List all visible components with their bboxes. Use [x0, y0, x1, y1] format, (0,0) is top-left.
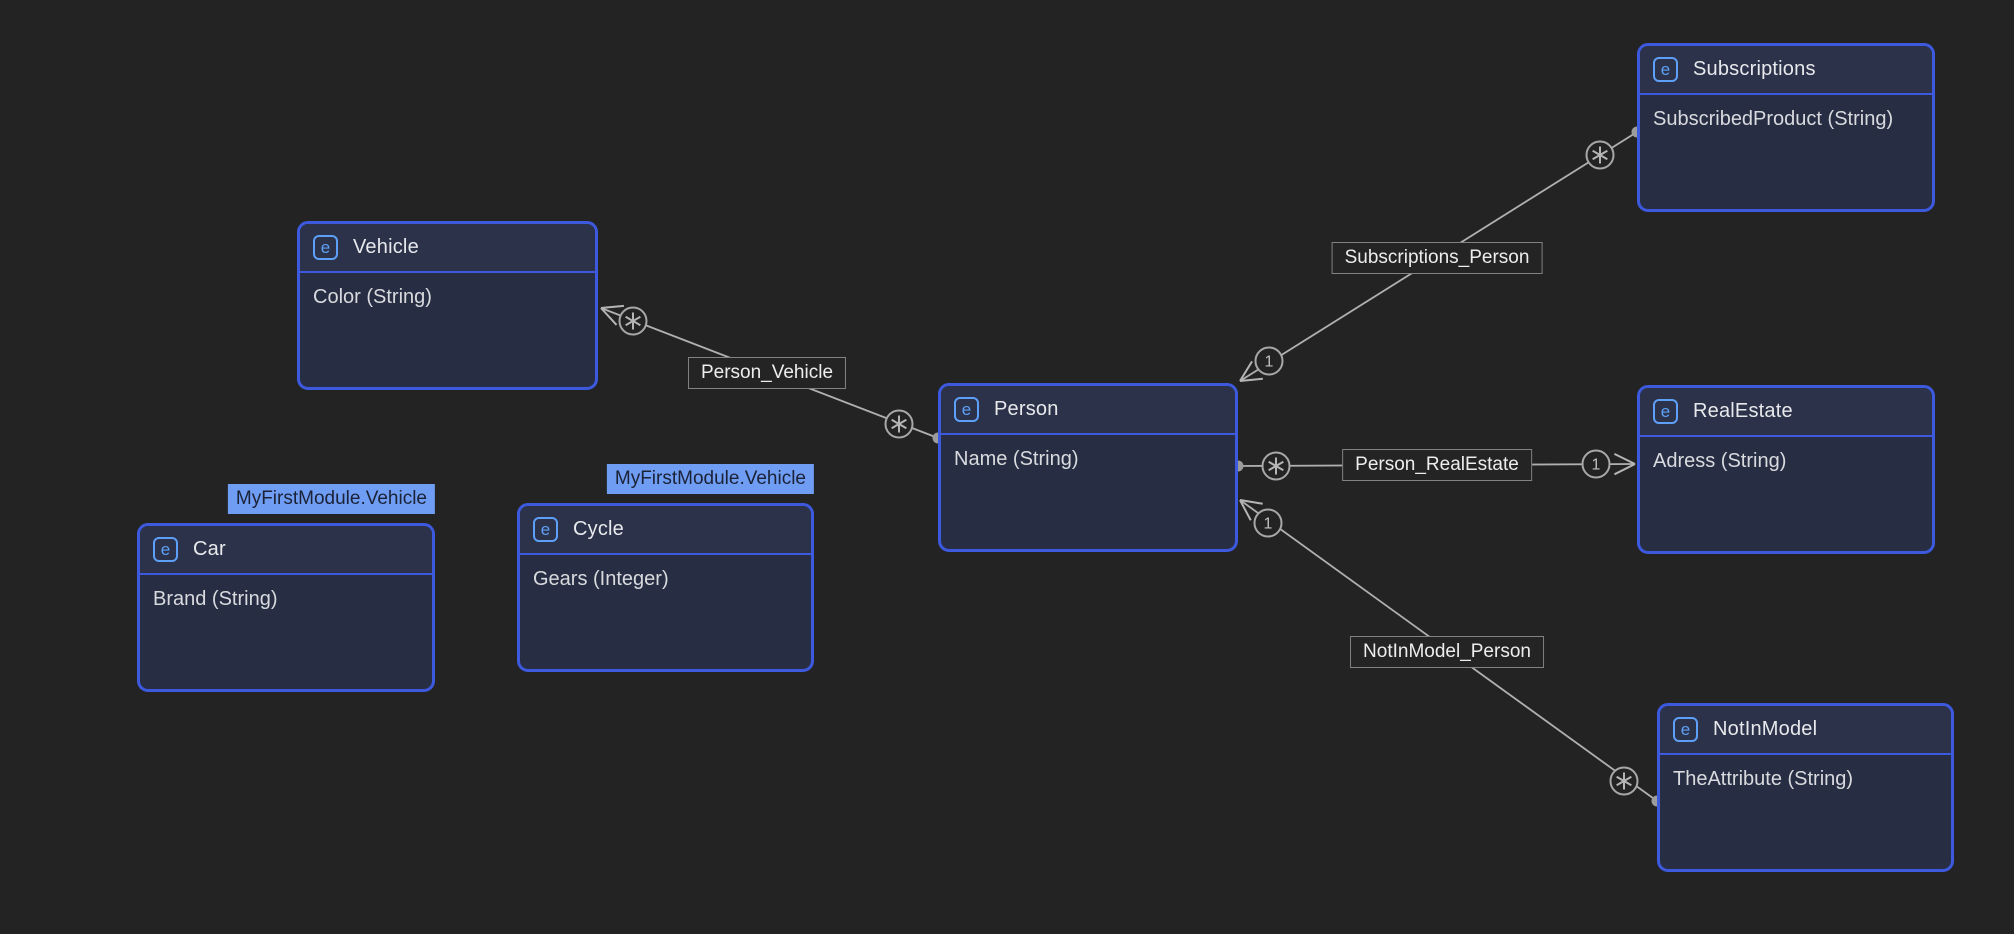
module-badge: MyFirstModule.Vehicle [227, 484, 435, 514]
entity-attribute: Name (String) [954, 448, 1079, 470]
many-asterisk-glyph [625, 315, 641, 327]
entity-header: e Subscriptions [1640, 46, 1932, 95]
entity-type-icon: e [153, 537, 178, 562]
entity-body: SubscribedProduct (String) [1640, 95, 1932, 144]
entity-body: TheAttribute (String) [1660, 755, 1951, 804]
cardinality-one-icon [1253, 508, 1283, 538]
many-asterisk-glyph [1268, 460, 1284, 472]
entity-attribute: Brand (String) [153, 588, 278, 610]
relationship-subscriptions-person: 1 [1239, 126, 1643, 382]
entity-title: NotInModel [1713, 718, 1818, 740]
cardinality-one-icon [1254, 346, 1284, 376]
module-badge: MyFirstModule.Vehicle [606, 464, 814, 494]
entity-title: Cycle [573, 518, 625, 540]
cardinality-one-icon [1581, 449, 1611, 479]
one-glyph: 1 [1592, 457, 1601, 474]
relationship-label-notinmodel-person[interactable]: NotInModel_Person [1350, 636, 1544, 668]
many-asterisk-glyph [1592, 149, 1608, 161]
entity-header: e RealEstate [1640, 388, 1932, 437]
entity-body: Adress (String) [1640, 437, 1932, 486]
entity-attribute: TheAttribute (String) [1673, 768, 1854, 790]
entity-body: Color (String) [300, 273, 595, 322]
arrowhead-icon [1239, 499, 1263, 505]
entity-title: Car [193, 538, 226, 560]
entity-attribute: Adress (String) [1653, 450, 1787, 472]
entity-type-icon: e [1673, 717, 1698, 742]
entity-attribute: Gears (Integer) [533, 568, 669, 590]
entity-title: Subscriptions [1693, 58, 1816, 80]
entity-header: e Person [941, 386, 1235, 435]
arrowhead-icon [600, 307, 618, 326]
entity-title: Person [994, 398, 1059, 420]
entity-type-icon: e [313, 235, 338, 260]
entity-header: e Vehicle [300, 224, 595, 273]
one-glyph: 1 [1265, 354, 1274, 371]
many-asterisk-glyph [891, 418, 907, 430]
entity-type-icon: e [1653, 57, 1678, 82]
arrowhead-icon [600, 304, 624, 309]
entity-header: e NotInModel [1660, 706, 1951, 755]
arrowhead-icon [1239, 377, 1263, 382]
entity-attribute: SubscribedProduct (String) [1653, 108, 1894, 130]
relationship-label-subscriptions-person[interactable]: Subscriptions_Person [1331, 242, 1543, 274]
entity-body: Name (String) [941, 435, 1235, 484]
one-glyph: 1 [1264, 516, 1273, 533]
entity-title: RealEstate [1693, 400, 1793, 422]
entity-attribute: Color (String) [313, 286, 432, 308]
entity-body: Brand (String) [140, 575, 432, 624]
entity-header: e Car [140, 526, 432, 575]
relationship-label-person-realestate[interactable]: Person_RealEstate [1342, 449, 1532, 481]
arrowhead-icon [1239, 499, 1252, 521]
entity-type-icon: e [954, 397, 979, 422]
entity-header: e Cycle [520, 506, 811, 555]
entity-title: Vehicle [353, 236, 419, 258]
entity-body: Gears (Integer) [520, 555, 811, 604]
relationship-label-person-vehicle[interactable]: Person_Vehicle [687, 357, 847, 389]
entity-type-icon: e [533, 517, 558, 542]
arrowhead-icon [1239, 360, 1253, 382]
arrowhead-icon [1613, 463, 1636, 476]
entity-type-icon: e [1653, 399, 1678, 424]
many-asterisk-glyph [1616, 775, 1632, 787]
arrowhead-icon [1613, 452, 1636, 465]
